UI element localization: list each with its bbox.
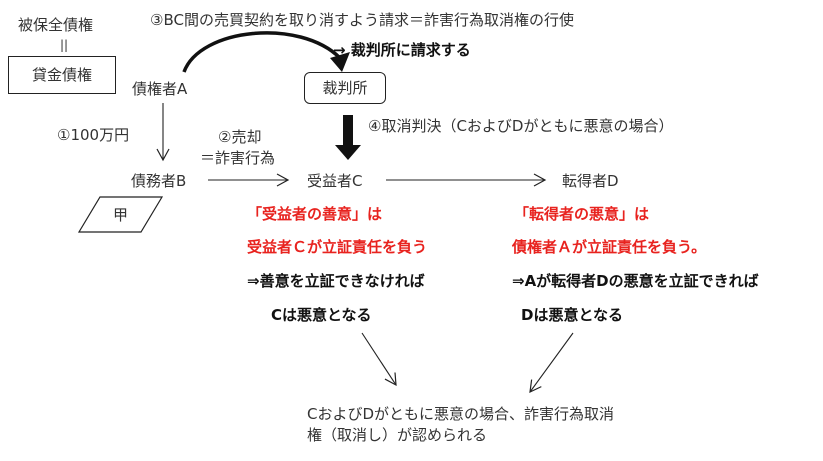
- step3-label: ③BC間の売買契約を取り消すよう請求＝詐害行為取消権の行使: [150, 11, 574, 29]
- c-note-red-line1: 「受益者の善意」は: [247, 205, 383, 223]
- property-label: 甲: [113, 206, 129, 224]
- beneficiary-c: 受益者C: [307, 172, 363, 190]
- conclusion-line2: 権（取消し）が認められる: [307, 426, 488, 444]
- request-to-court-label: → 裁判所に請求する: [333, 41, 471, 59]
- request-curved-arrow: [182, 31, 342, 73]
- d-note-line4: Dは悪意となる: [521, 306, 624, 324]
- conclusion-line1: CおよびDがともに悪意の場合、詐害行為取消: [307, 405, 615, 423]
- property-parallelogram: [77, 196, 164, 233]
- d-note-line3: ⇒Aが転得者Dの悪意を立証できれば: [512, 272, 759, 290]
- request-curved-arrow-head: [330, 52, 350, 72]
- debtor-b: 債務者B: [131, 172, 187, 190]
- equals-symbol: ||: [60, 38, 69, 52]
- c-note-line3: ⇒善意を立証できなければ: [247, 272, 425, 290]
- court-label: 裁判所: [322, 79, 368, 97]
- step2-label-line2: ＝詐害行為: [200, 149, 276, 167]
- c-note-line4: Cは悪意となる: [271, 306, 372, 324]
- d-note-red-line2: 債権者Ａが立証責任を負う。: [512, 238, 707, 256]
- judgment-arrow-head: [335, 145, 361, 160]
- step4-label: ④取消判決（CおよびDがともに悪意の場合）: [368, 117, 674, 135]
- creditor-a: 債権者A: [132, 80, 188, 98]
- court-box: 裁判所: [304, 72, 386, 104]
- arrow-c-to-conclusion: [361, 332, 397, 387]
- judgment-arrow-shaft: [343, 115, 353, 147]
- transferee-d: 転得者D: [562, 172, 619, 190]
- protected-claim-label: 被保全債権: [18, 16, 94, 34]
- step2-label-line1: ②売却: [218, 128, 262, 146]
- arrow-d-to-conclusion: [529, 332, 574, 394]
- step1-label: ①100万円: [57, 126, 130, 144]
- d-note-red-line1: 「転得者の悪意」は: [514, 205, 650, 223]
- c-note-red-line2: 受益者Ｃが立証責任を負う: [247, 238, 428, 256]
- loan-claim-box: 貸金債権: [8, 56, 116, 94]
- loan-claim-label: 貸金債権: [31, 66, 92, 84]
